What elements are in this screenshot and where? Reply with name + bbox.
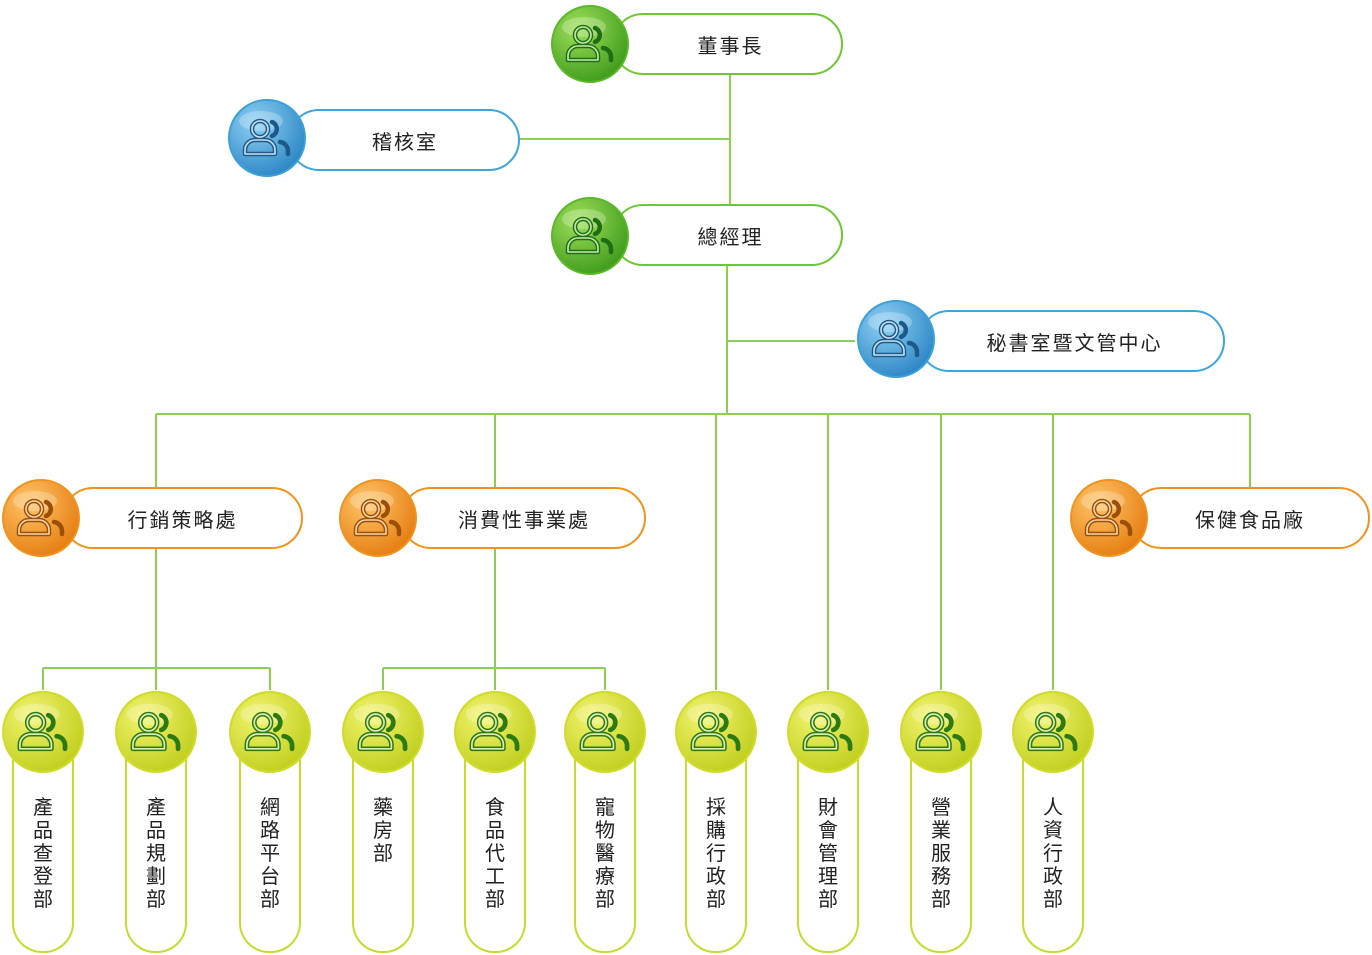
secretariat-label: 秘書室暨文管中心 [918,310,1225,372]
health-factory-avatar-icon [1069,478,1149,558]
department-label: 網路平台部 [260,795,280,911]
department-avatar-icon [341,690,425,774]
secretariat-avatar-icon [856,299,936,379]
marketing-label: 行銷策略處 [62,487,303,549]
department-label: 產品規劃部 [146,795,166,911]
department-avatar-icon [786,690,870,774]
consumer-avatar-icon [338,478,418,558]
health-factory-label: 保健食品廠 [1130,487,1370,549]
chairman-label: 董事長 [612,13,843,75]
department-avatar-icon [899,690,983,774]
audit-avatar-icon [227,98,307,178]
department-label: 財會管理部 [818,795,838,911]
consumer-label: 消費性事業處 [400,487,646,549]
department-label: 寵物醫療部 [595,795,615,911]
gm-label: 總經理 [612,204,843,266]
department-avatar-icon [563,690,647,774]
department-label: 產品查登部 [33,795,53,911]
department-label: 營業服務部 [931,795,951,911]
department-label: 食品代工部 [485,795,505,911]
department-avatar-icon [1,690,85,774]
marketing-avatar-icon [1,478,81,558]
department-avatar-icon [228,690,312,774]
gm-avatar-icon [550,196,630,276]
department-avatar-icon [114,690,198,774]
department-label: 藥房部 [373,795,393,865]
audit-label: 稽核室 [288,109,520,171]
department-avatar-icon [1011,690,1095,774]
department-label: 人資行政部 [1043,795,1063,911]
department-card [574,735,636,953]
department-avatar-icon [674,690,758,774]
department-avatar-icon [453,690,537,774]
chairman-avatar-icon [550,4,630,84]
department-label: 採購行政部 [706,795,726,911]
